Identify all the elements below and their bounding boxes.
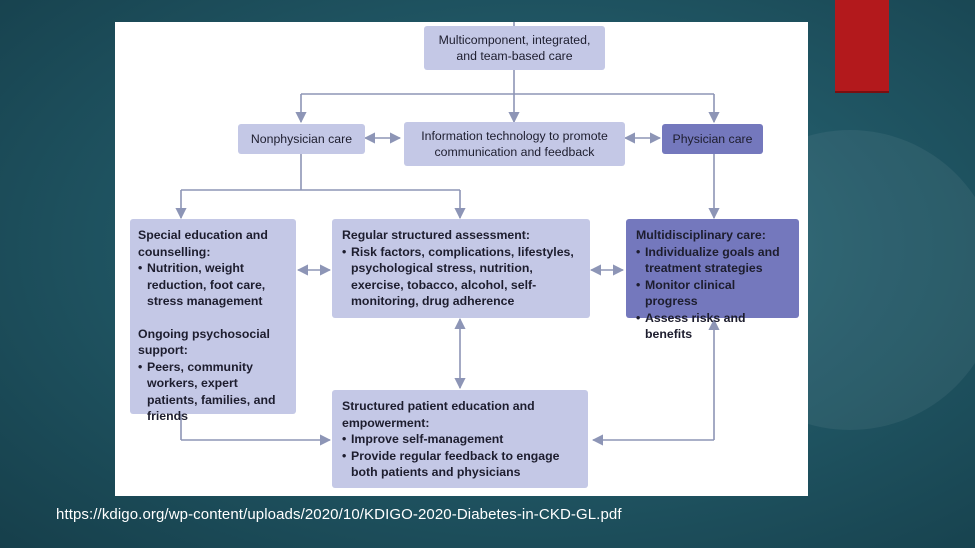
node-multidisciplinary-care: Multidisciplinary care: Individualize go… <box>626 219 799 341</box>
multidisciplinary-item: Assess risks and benefits <box>636 310 789 343</box>
psychosocial-support-item: Peers, community workers, expert patient… <box>138 359 288 425</box>
psychosocial-support-list: Peers, community workers, expert patient… <box>138 359 288 425</box>
node-physician-care: Physician care <box>662 124 763 154</box>
connector-arrows <box>175 22 720 446</box>
special-education-list: Nutrition, weight reduction, foot care, … <box>138 260 288 310</box>
node-physician-care-text: Physician care <box>672 131 753 146</box>
patient-education-item: Provide regular feedback to engage both … <box>342 448 578 481</box>
special-education-title: Special education and counselling: <box>138 228 268 259</box>
node-regular-assessment: Regular structured assessment: Risk fact… <box>332 219 590 318</box>
patient-education-item: Improve self-management <box>342 431 578 448</box>
node-patient-education: Structured patient education and empower… <box>332 390 588 488</box>
patient-education-title: Structured patient education and empower… <box>342 399 535 430</box>
special-education-item: Nutrition, weight reduction, foot care, … <box>138 260 288 310</box>
assessment-item: Risk factors, complications, lifestyles,… <box>342 244 580 310</box>
node-special-education: Special education and counselling: Nutri… <box>130 219 296 423</box>
node-multicomponent-care: Multicomponent, integrated, and team-bas… <box>424 26 605 70</box>
assessment-list: Risk factors, complications, lifestyles,… <box>342 244 580 310</box>
node-nonphysician-care-text: Nonphysician care <box>250 131 353 146</box>
node-information-technology: Information technology to promote commun… <box>404 122 625 166</box>
source-url: https://kdigo.org/wp-content/uploads/202… <box>56 506 622 523</box>
psychosocial-support-title: Ongoing psychosocial support: <box>138 326 270 358</box>
multidisciplinary-list: Individualize goals and treatment strate… <box>636 244 789 343</box>
node-multicomponent-care-text: Multicomponent, integrated, and team-bas… <box>438 32 591 64</box>
assessment-title: Regular structured assessment: <box>342 228 530 242</box>
patient-education-list: Improve self-management Provide regular … <box>342 431 578 481</box>
node-information-technology-text: Information technology to promote commun… <box>421 128 608 160</box>
multidisciplinary-title: Multidisciplinary care: <box>636 228 766 242</box>
diagram-panel: Multicomponent, integrated, and team-bas… <box>115 22 808 496</box>
red-accent-tab <box>835 0 889 93</box>
multidisciplinary-item: Individualize goals and treatment strate… <box>636 244 789 277</box>
node-nonphysician-care: Nonphysician care <box>238 124 365 154</box>
multidisciplinary-item: Monitor clinical progress <box>636 277 789 310</box>
